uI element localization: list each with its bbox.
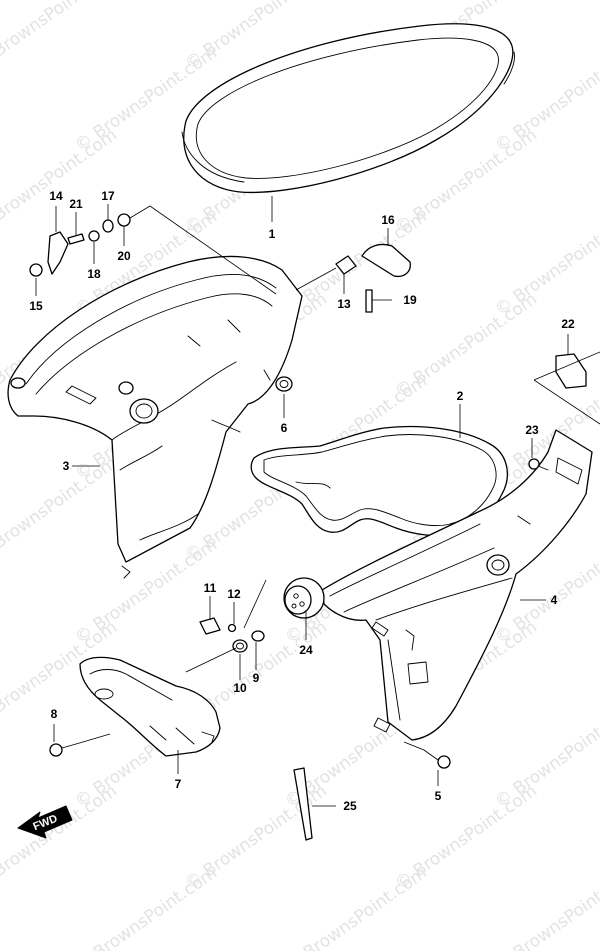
callout-10[interactable]: 10 bbox=[233, 681, 247, 695]
callout-7[interactable]: 7 bbox=[175, 777, 182, 791]
part-10-collar[interactable] bbox=[232, 639, 248, 653]
callout-14[interactable]: 14 bbox=[49, 189, 63, 203]
part-17-washer[interactable] bbox=[102, 219, 114, 233]
watermark-text: © BrownsPoint.com bbox=[0, 0, 121, 74]
callout-22[interactable]: 22 bbox=[561, 317, 575, 331]
part-2-lower-seal[interactable] bbox=[250, 425, 508, 537]
assembly-guides bbox=[75, 205, 600, 751]
callout-1[interactable]: 1 bbox=[269, 227, 276, 241]
callout-2[interactable]: 2 bbox=[457, 389, 464, 403]
callout-16[interactable]: 16 bbox=[381, 213, 395, 227]
callout-12[interactable]: 12 bbox=[227, 587, 241, 601]
callout-9[interactable]: 9 bbox=[253, 671, 260, 685]
part-3-upper-cover[interactable] bbox=[7, 255, 303, 579]
callout-24[interactable]: 24 bbox=[299, 643, 313, 657]
part-5-bolt[interactable] bbox=[423, 749, 451, 769]
part-8-bolt[interactable] bbox=[49, 743, 77, 757]
leader-lines bbox=[35, 196, 569, 807]
part-25-cable-tie[interactable] bbox=[293, 767, 313, 841]
callout-6[interactable]: 6 bbox=[281, 421, 288, 435]
callout-8[interactable]: 8 bbox=[51, 707, 58, 721]
part-7-bracket-cover[interactable] bbox=[79, 656, 221, 757]
watermark-text: © BrownsPoint.com bbox=[281, 863, 431, 951]
callout-25[interactable]: 25 bbox=[343, 799, 357, 813]
callout-3[interactable]: 3 bbox=[63, 459, 70, 473]
callout-13[interactable]: 13 bbox=[337, 297, 351, 311]
part-22-catch[interactable] bbox=[555, 353, 587, 389]
callout-4[interactable]: 4 bbox=[551, 593, 558, 607]
callout-18[interactable]: 18 bbox=[87, 267, 101, 281]
part-14-lever[interactable] bbox=[47, 231, 69, 275]
part-19-pin[interactable] bbox=[365, 289, 373, 313]
part-12-screw[interactable] bbox=[227, 623, 237, 633]
part-23-screw[interactable] bbox=[528, 458, 549, 471]
part-4-lower-cover[interactable] bbox=[321, 429, 593, 741]
callout-20[interactable]: 20 bbox=[117, 249, 131, 263]
part-15-nut[interactable] bbox=[29, 263, 43, 277]
callout-21[interactable]: 21 bbox=[69, 197, 83, 211]
part-21-pin[interactable] bbox=[67, 233, 85, 245]
part-13-latch-pin[interactable] bbox=[335, 255, 357, 275]
callout-labels: 1 2 3 4 5 6 7 8 9 10 11 12 13 14 15 16 1… bbox=[29, 189, 575, 813]
watermark-text: © BrownsPoint.com bbox=[491, 863, 600, 951]
part-1-top-seal[interactable] bbox=[181, 23, 515, 194]
part-24-grommet[interactable] bbox=[283, 577, 325, 619]
callout-15[interactable]: 15 bbox=[29, 299, 43, 313]
callout-17[interactable]: 17 bbox=[101, 189, 115, 203]
part-20-bushing[interactable] bbox=[117, 213, 131, 227]
part-16-latch[interactable] bbox=[361, 243, 411, 278]
fwd-arrow-icon: FWD bbox=[17, 805, 73, 839]
watermark-text: © BrownsPoint.com bbox=[0, 453, 121, 566]
callout-11[interactable]: 11 bbox=[204, 581, 217, 595]
part-18-o-ring[interactable] bbox=[88, 230, 100, 242]
watermark-text: © BrownsPoint.com bbox=[0, 781, 121, 894]
part-9-washer[interactable] bbox=[251, 630, 265, 642]
part-6-bushing[interactable] bbox=[275, 376, 293, 392]
callout-19[interactable]: 19 bbox=[403, 293, 417, 307]
watermark-text: © BrownsPoint.com bbox=[0, 125, 121, 238]
watermark-text: © BrownsPoint.com bbox=[71, 863, 221, 951]
part-11-clip[interactable] bbox=[199, 617, 221, 635]
callout-5[interactable]: 5 bbox=[435, 789, 442, 803]
callout-23[interactable]: 23 bbox=[525, 423, 539, 437]
